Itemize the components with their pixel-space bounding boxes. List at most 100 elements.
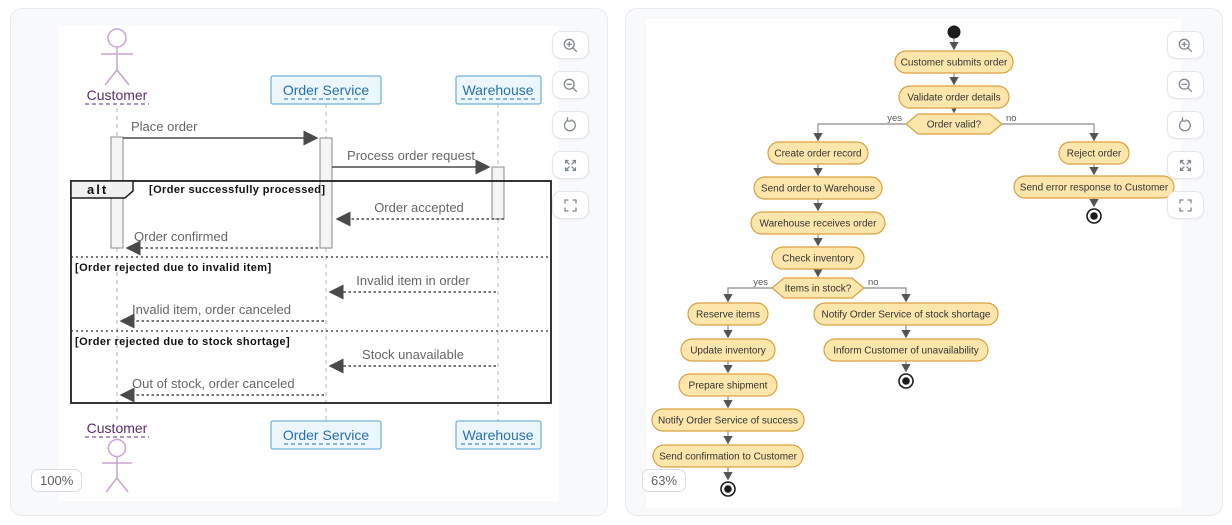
activity-edges <box>723 38 1099 481</box>
message-place-order: Place order <box>123 119 319 146</box>
svg-text:Customer submits order: Customer submits order <box>901 58 1008 69</box>
lifelines <box>116 104 499 421</box>
fullscreen-icon <box>1179 198 1192 212</box>
alt-condition-1: [Order successfully processed] <box>149 184 325 196</box>
svg-text:Notify Order Service of succes: Notify Order Service of success <box>658 416 798 427</box>
participant-warehouse-bottom[interactable]: Warehouse <box>455 420 542 450</box>
message-order-accepted: Order accepted <box>335 200 504 227</box>
activity-node-check-inventory: Check inventory <box>771 246 865 270</box>
reset-icon <box>1178 116 1191 131</box>
sequence-diagram-canvas[interactable]: Customer Order Service Warehouse <box>59 26 559 501</box>
reset-view-button[interactable] <box>552 111 589 139</box>
activity-node-prepare-shipment: Prepare shipment <box>678 373 778 397</box>
fullscreen-icon <box>564 198 577 212</box>
svg-text:Send order to Warehouse: Send order to Warehouse <box>761 184 876 195</box>
zoom-in-icon <box>1178 38 1193 52</box>
svg-text:Order valid?: Order valid? <box>927 120 982 131</box>
reset-view-button[interactable] <box>1167 111 1204 139</box>
svg-text:Inform Customer of unavailabil: Inform Customer of unavailability <box>833 346 979 357</box>
activity-node-validate-order-details: Validate order details <box>898 85 1010 109</box>
expand-button[interactable] <box>1167 151 1204 179</box>
participant-order-service-bottom[interactable]: Order Service <box>270 420 382 450</box>
svg-text:Reserve items: Reserve items <box>696 310 760 321</box>
activity-diagram-panel: Customer submits order Validate order de… <box>625 8 1223 516</box>
activity-node-reject-order: Reject order <box>1058 141 1130 165</box>
diagram-controls-right <box>1167 31 1204 219</box>
svg-text:Notify Order Service of stock: Notify Order Service of stock shortage <box>822 310 991 321</box>
zoom-in-button[interactable] <box>1167 31 1204 59</box>
svg-text:Warehouse receives order: Warehouse receives order <box>760 219 878 230</box>
message-invalid-item-canceled: Invalid item, order canceled <box>119 302 324 329</box>
alt-condition-2: [Order rejected due to invalid item] <box>75 262 272 274</box>
svg-text:Warehouse: Warehouse <box>462 82 533 98</box>
svg-text:Items in stock?: Items in stock? <box>785 284 852 295</box>
participant-order-service-top[interactable]: Order Service <box>270 75 382 105</box>
message-process-order-request: Process order request <box>332 148 491 175</box>
end-node-rejected <box>1086 208 1102 224</box>
activity-node-update-inventory: Update inventory <box>680 338 776 362</box>
zoom-level-badge: 100% <box>31 469 83 492</box>
zoom-out-button[interactable] <box>1167 71 1204 99</box>
svg-text:Prepare shipment: Prepare shipment <box>689 381 768 392</box>
svg-text:Order Service: Order Service <box>283 427 370 443</box>
alt-condition-3: [Order rejected due to stock shortage] <box>75 336 290 348</box>
svg-text:Order confirmed: Order confirmed <box>134 229 228 244</box>
message-invalid-item-in-order: Invalid item in order <box>328 273 496 300</box>
participant-label-customer-bottom[interactable]: Customer <box>87 420 148 436</box>
decision-order-valid: Order valid? yes no <box>887 113 1017 135</box>
actor-customer-top <box>101 28 133 86</box>
activity-diagram-canvas[interactable]: Customer submits order Validate order de… <box>646 19 1181 508</box>
zoom-out-icon <box>563 78 578 92</box>
message-order-confirmed: Order confirmed <box>125 229 318 256</box>
zoom-level-badge: 63% <box>642 469 687 492</box>
branch-yes-label: yes <box>887 113 902 124</box>
zoom-in-button[interactable] <box>552 31 589 59</box>
actor-customer-bottom <box>102 438 132 493</box>
svg-text:Place order: Place order <box>131 119 198 134</box>
zoom-out-button[interactable] <box>552 71 589 99</box>
branch-no-label: no <box>1006 113 1017 124</box>
svg-text:Warehouse: Warehouse <box>462 427 533 443</box>
start-node <box>947 25 961 39</box>
svg-text:Check inventory: Check inventory <box>782 254 854 265</box>
activity-node-customer-submits-order: Customer submits order <box>894 50 1014 74</box>
svg-text:Update inventory: Update inventory <box>690 346 766 357</box>
activity-node-create-order-record: Create order record <box>767 141 869 165</box>
activity-node-send-error-response: Send error response to Customer <box>1013 175 1175 199</box>
svg-text:Order accepted: Order accepted <box>374 200 464 215</box>
svg-text:Send confirmation to Customer: Send confirmation to Customer <box>659 452 798 463</box>
end-node-success <box>720 481 736 497</box>
branch-no-label: no <box>868 277 879 288</box>
fullscreen-button[interactable] <box>552 191 589 219</box>
zoom-out-icon <box>1178 78 1193 92</box>
alt-frame: alt [Order successfully processed] [Orde… <box>70 180 552 404</box>
sequence-diagram-panel: Customer Order Service Warehouse <box>10 8 608 516</box>
branch-yes-label: yes <box>753 277 768 288</box>
alt-operator-label: alt <box>87 182 108 197</box>
message-stock-unavailable: Stock unavailable <box>328 347 496 374</box>
svg-text:Out of stock, order canceled: Out of stock, order canceled <box>132 376 295 391</box>
end-node-shortage <box>898 373 914 389</box>
svg-text:Validate order details: Validate order details <box>907 93 1000 104</box>
activity-node-inform-customer-unavailability: Inform Customer of unavailability <box>823 338 989 362</box>
activity-node-reserve-items: Reserve items <box>687 302 769 326</box>
svg-text:Order Service: Order Service <box>283 82 370 98</box>
activity-node-send-confirmation-to-customer: Send confirmation to Customer <box>652 444 804 468</box>
expand-button[interactable] <box>552 151 589 179</box>
fullscreen-button[interactable] <box>1167 191 1204 219</box>
activity-node-notify-stock-shortage: Notify Order Service of stock shortage <box>813 302 999 326</box>
svg-text:Invalid item in order: Invalid item in order <box>356 273 470 288</box>
expand-arrows-icon <box>1179 159 1192 171</box>
activity-node-send-order-to-warehouse: Send order to Warehouse <box>753 176 883 200</box>
activity-node-warehouse-receives-order: Warehouse receives order <box>750 211 886 235</box>
reset-icon <box>563 116 576 131</box>
activity-node-notify-order-service-of-success: Notify Order Service of success <box>651 408 805 432</box>
svg-text:Stock unavailable: Stock unavailable <box>362 347 464 362</box>
diagram-controls-left <box>552 31 589 219</box>
participant-label-customer-top[interactable]: Customer <box>87 87 148 103</box>
participant-warehouse-top[interactable]: Warehouse <box>455 75 542 105</box>
message-out-of-stock-canceled: Out of stock, order canceled <box>119 376 324 403</box>
svg-text:Process order request: Process order request <box>347 148 475 163</box>
svg-text:Create order record: Create order record <box>774 149 861 160</box>
expand-arrows-icon <box>564 159 577 171</box>
